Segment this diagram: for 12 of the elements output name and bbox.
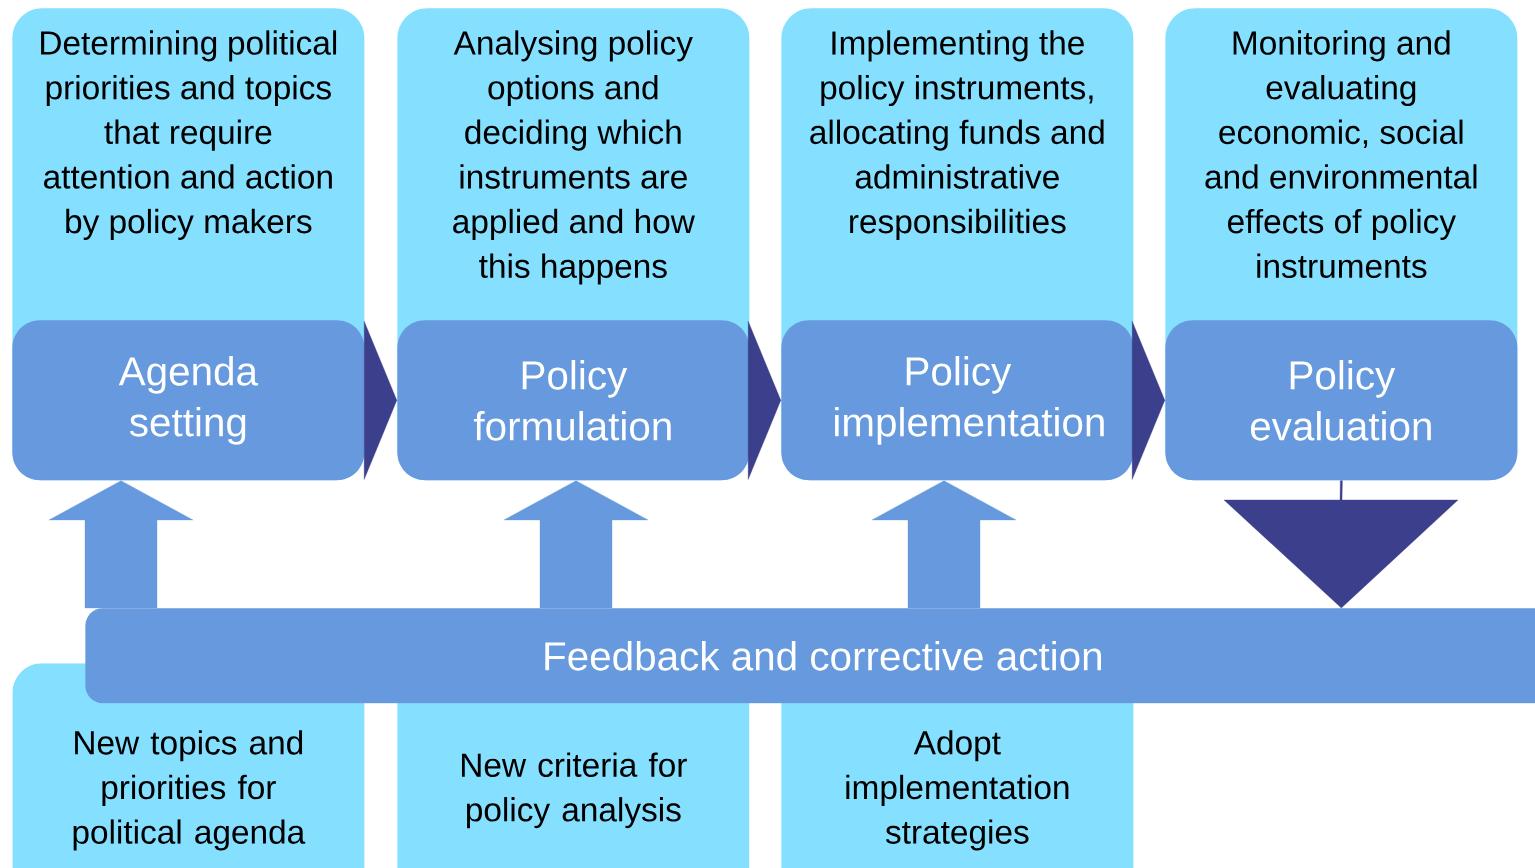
block-arrow xyxy=(871,480,1017,609)
stage-box: Policy formulation xyxy=(397,320,750,481)
chevron-arrow xyxy=(1131,321,1165,480)
block-arrow xyxy=(503,480,649,609)
stage-box: Policy evaluation xyxy=(1165,320,1518,481)
chevron-arrow xyxy=(363,321,397,480)
stage-box: Policy implementation xyxy=(781,320,1134,481)
feedback-bar: Feedback and corrective action xyxy=(85,608,1535,704)
chevron-arrow xyxy=(747,321,781,480)
triangle-arrow xyxy=(1223,480,1459,609)
block-arrow xyxy=(48,480,194,609)
stage-box: Agenda setting xyxy=(12,320,365,481)
